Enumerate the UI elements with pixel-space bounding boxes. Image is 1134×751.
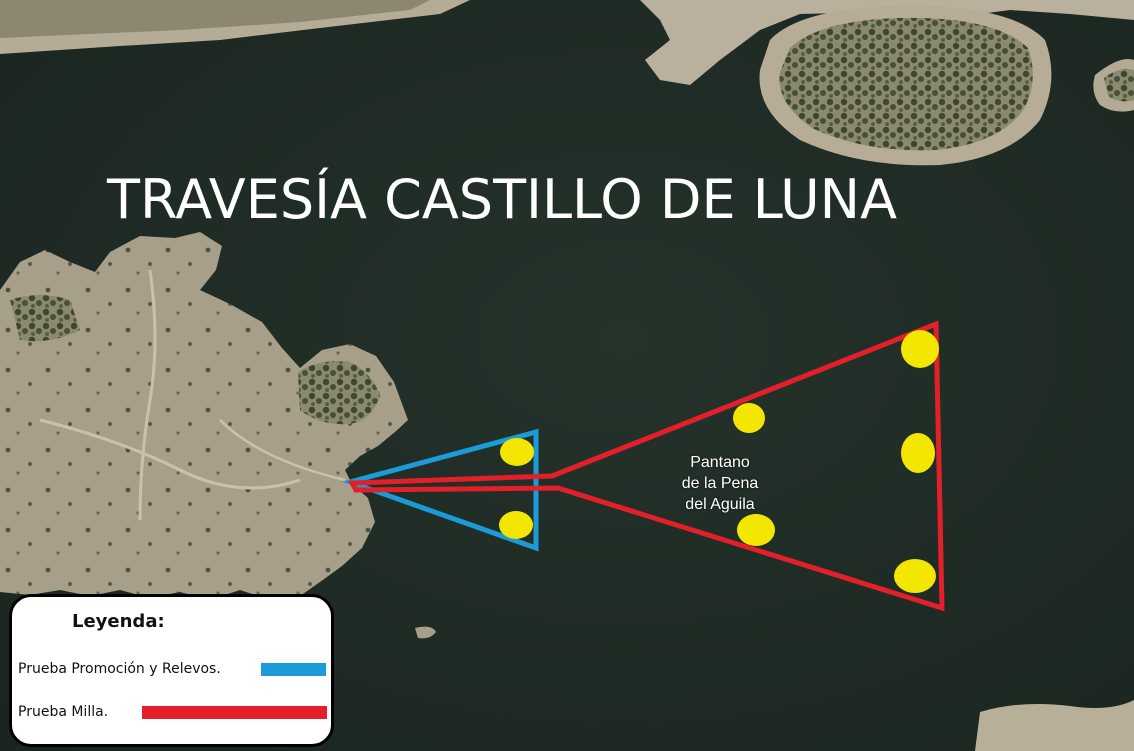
peninsula-left (0, 232, 408, 600)
buoy (894, 559, 936, 593)
reservoir-label-line: Pantano (690, 454, 750, 471)
legend-swatch-red (142, 706, 327, 719)
shore-top-right (640, 0, 1134, 85)
buoy-markers (499, 330, 939, 593)
buoy (499, 511, 533, 539)
legend-item-promocion: Prueba Promoción y Relevos. (18, 661, 221, 677)
page-title: TRAVESÍA CASTILLO DE LUNA (106, 168, 898, 231)
buoy (500, 438, 534, 466)
route-milla (347, 320, 945, 612)
legend-swatch-blue (261, 663, 326, 676)
legend-item-milla: Prueba Milla. (18, 704, 109, 720)
legend-heading: Leyenda: (72, 611, 165, 632)
buoy (737, 514, 775, 546)
reservoir-label-line: del Aguila (685, 496, 755, 513)
reservoir-label: Pantano de la Pena del Aguila (660, 452, 780, 515)
buoy (901, 330, 939, 368)
buoy (901, 433, 935, 473)
buoy (733, 403, 765, 433)
legend: Leyenda: Prueba Promoción y Relevos. Pru… (9, 594, 334, 747)
shore-bottom-right (975, 700, 1134, 751)
reservoir-label-line: de la Pena (681, 475, 759, 492)
